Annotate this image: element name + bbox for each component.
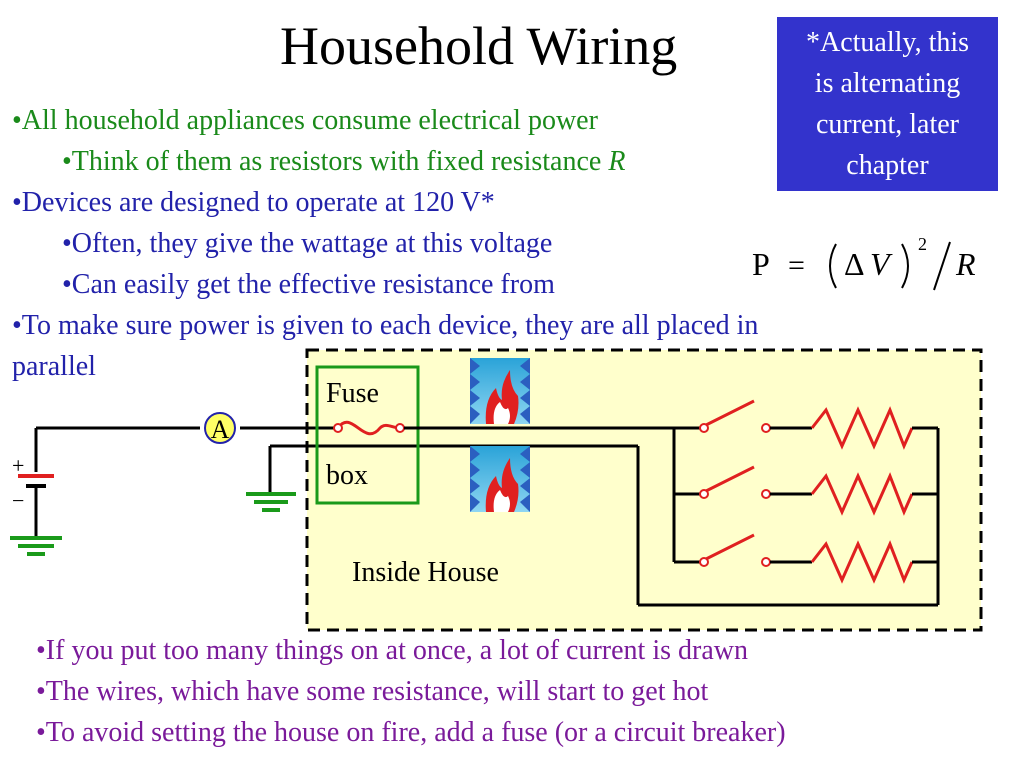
battery-symbol	[18, 474, 54, 488]
ground-symbol-left	[10, 536, 62, 556]
formula-exponent: 2	[918, 234, 927, 254]
bullet-parallel-line2: parallel	[12, 351, 96, 382]
switch-1	[699, 399, 771, 433]
switch-3	[699, 533, 771, 567]
formula-v: V	[870, 246, 893, 282]
formula-r: R	[955, 246, 976, 282]
resistor-2	[810, 472, 914, 516]
formula-delta: Δ	[844, 246, 865, 282]
box-label: box	[326, 460, 368, 491]
wiring-diagram: + − A	[10, 348, 983, 632]
resistor-3	[810, 540, 914, 584]
fuse-box	[315, 365, 420, 505]
bottom-bullet-heat: •The wires, which have some resistance, …	[36, 676, 709, 707]
bottom-bullet-current: •If you put too many things on at once, …	[36, 635, 748, 666]
footnote-line: chapter	[846, 150, 929, 181]
ground-symbol-right	[246, 492, 296, 512]
footnote-line: *Actually, this	[805, 27, 970, 58]
formula-right-paren	[901, 243, 909, 289]
fuse-terminal-left	[333, 423, 343, 433]
formula-p: P	[752, 246, 770, 282]
switch-2	[699, 465, 771, 499]
fire-icon	[470, 358, 530, 424]
bullet-voltage: •Devices are designed to operate at 120 …	[12, 187, 495, 218]
footnote-line: is alternating	[814, 68, 961, 99]
bullet-resistors-text: •Think of them as resistors with fixed r…	[62, 146, 609, 177]
inside-house-label: Inside House	[352, 557, 499, 588]
battery-plus: +	[12, 453, 24, 478]
battery-minus: −	[12, 488, 24, 513]
bullet-resistance: •Can easily get the effective resistance…	[62, 269, 555, 300]
power-formula: P = Δ V 2 R	[752, 234, 976, 291]
page-title: Household Wiring	[280, 16, 678, 76]
bullet-appliances: •All household appliances consume electr…	[12, 105, 598, 136]
footnote-box: *Actually, this is alternating current, …	[777, 17, 998, 191]
formula-left-paren	[829, 243, 837, 289]
bottom-bullet-fuse: •To avoid setting the house on fire, add…	[36, 717, 786, 748]
resistance-variable: R	[608, 146, 626, 177]
formula-division-slash	[933, 241, 951, 291]
footnote-line: current, later	[815, 109, 960, 140]
formula-equals: =	[788, 249, 805, 282]
fuse-terminal-right	[395, 423, 405, 433]
ammeter	[204, 412, 236, 444]
resistor-1	[810, 406, 914, 450]
fuse-label: Fuse	[326, 378, 379, 409]
bullet-wattage: •Often, they give the wattage at this vo…	[62, 228, 553, 259]
fire-icon	[470, 446, 530, 512]
fuse-element	[336, 420, 401, 436]
bullet-parallel-line1: •To make sure power is given to each dev…	[12, 310, 759, 341]
bullet-resistors: •Think of them as resistors with fixed r…	[62, 145, 625, 179]
ammeter-label: A	[211, 415, 230, 444]
